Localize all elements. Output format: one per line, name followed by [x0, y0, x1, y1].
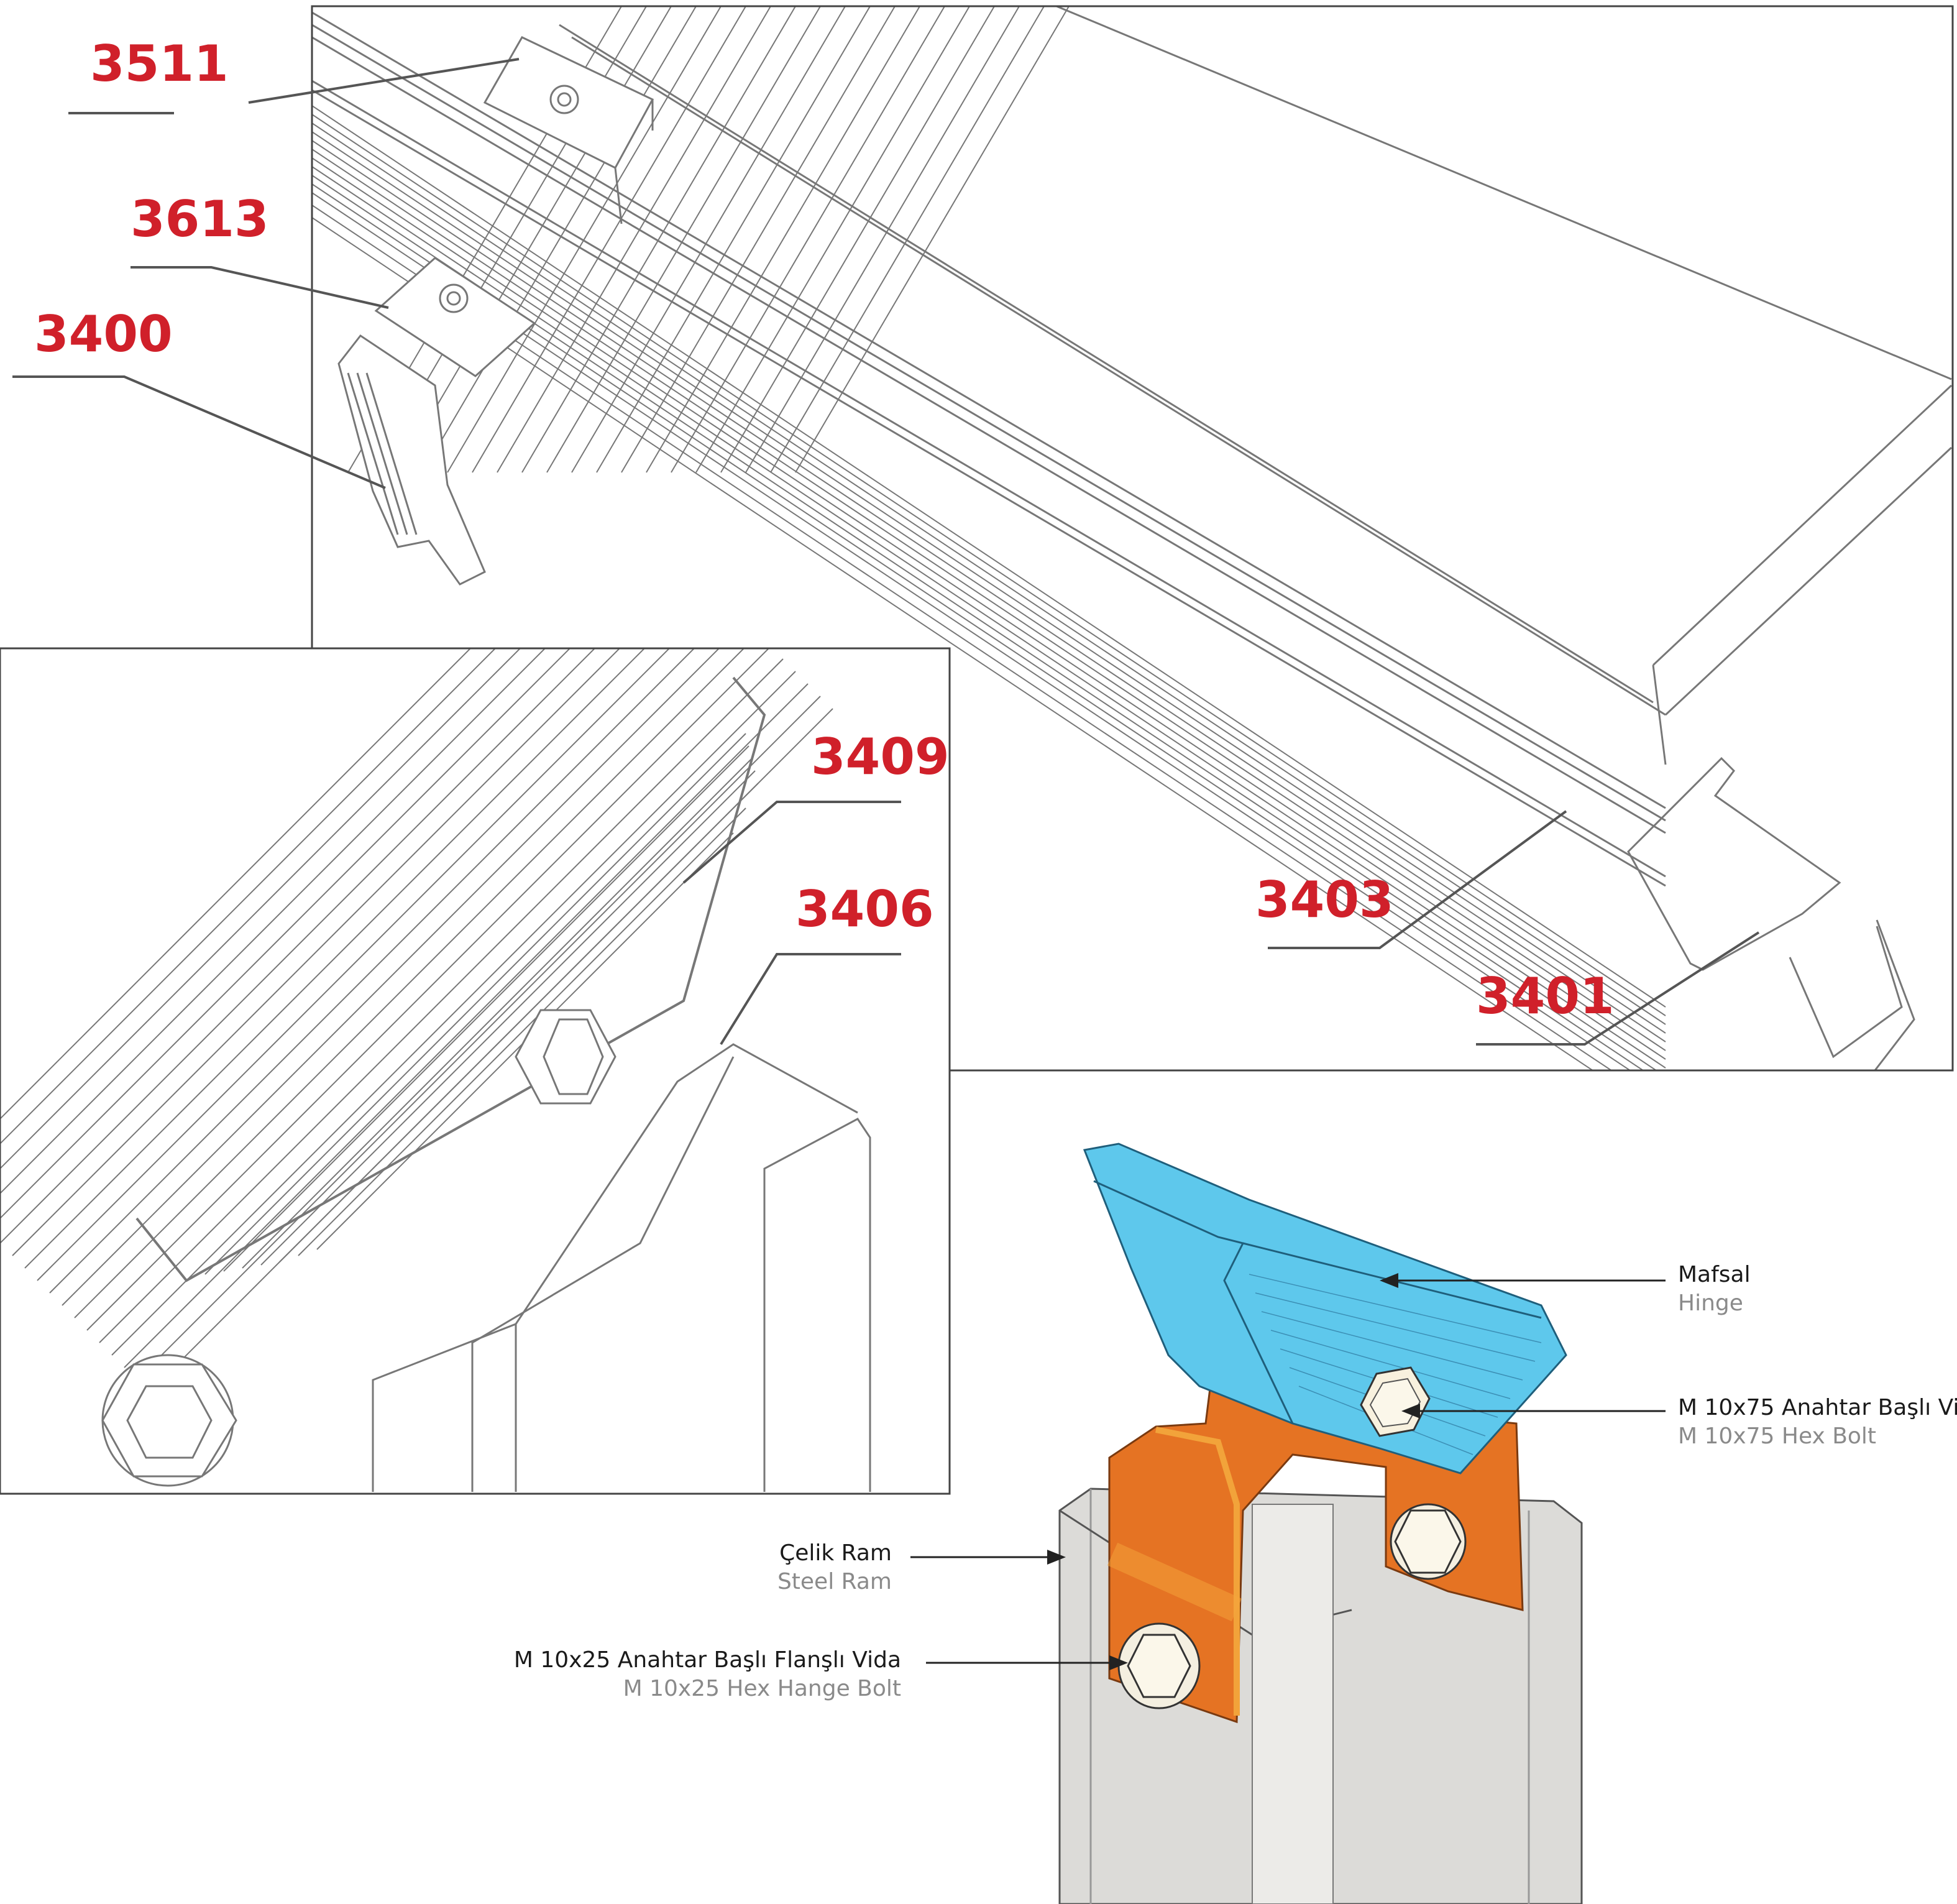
label-arrows: [910, 1273, 1666, 1670]
left-panel-border: [0, 647, 951, 1495]
hex-flange-bolt-m10x25: [1117, 1622, 1201, 1709]
callout-3613: 3613: [131, 190, 269, 248]
leader-3409: [682, 801, 901, 884]
top-detail-panel: [311, 5, 1954, 1072]
leader-lines: [12, 58, 1760, 1046]
callout-3406: 3406: [795, 880, 934, 938]
callout-3401: 3401: [1476, 967, 1615, 1025]
hex-bolt-m10x75: [1360, 1366, 1431, 1437]
leader-3511: [248, 58, 520, 104]
label-bolt75-en: M 10x75 Hex Bolt: [1678, 1423, 1876, 1449]
steel-ram-closeup: [372, 1043, 871, 1492]
callout-3511: 3511: [90, 35, 229, 93]
label-hinge-en: Hinge: [1678, 1290, 1743, 1316]
callout-3409: 3409: [811, 728, 950, 786]
hex-bolt-m10x75-nut: [1390, 1503, 1467, 1580]
leader-3400: [12, 375, 386, 489]
callout-3403: 3403: [1255, 871, 1394, 929]
end-clamp-3613: [337, 257, 536, 586]
label-hinge-tr: Mafsal: [1678, 1262, 1751, 1287]
label-bolt25-tr: M 10x25 Anahtar Başlı Flanşlı Vida: [514, 1647, 901, 1673]
color-assembly: [1058, 1143, 1583, 1904]
leader-3401: [1476, 931, 1760, 1046]
flange-bolt-closeup-lower: [101, 1354, 237, 1487]
hinge: [1083, 1143, 1567, 1474]
leader-3406: [720, 953, 901, 1046]
hinge-closeup-drawing: [0, 648, 871, 1492]
label-bolt25-en: M 10x25 Hex Hange Bolt: [623, 1676, 901, 1701]
leader-3403: [1268, 810, 1567, 949]
label-ram-tr: Çelik Ram: [779, 1540, 892, 1566]
label-ram-en: Steel Ram: [777, 1569, 892, 1594]
hex-bolt-closeup-upper: [515, 1009, 616, 1105]
rail-drawing: [312, 6, 1953, 1070]
top-panel-border: [311, 5, 1954, 1072]
left-detail-panel: [0, 647, 951, 1495]
callout-3400: 3400: [34, 305, 173, 363]
mid-clamp-3511: [483, 36, 654, 224]
label-bolt75-tr: M 10x75 Anahtar Başlı Vida: [1678, 1395, 1957, 1420]
leader-3613: [131, 266, 389, 309]
